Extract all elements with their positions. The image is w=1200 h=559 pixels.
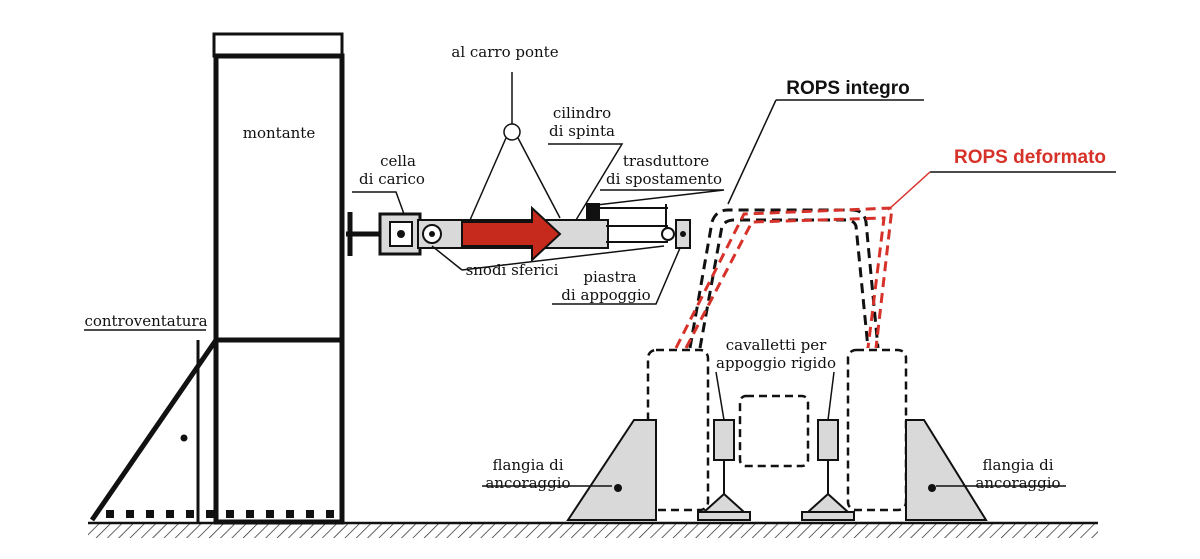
diagram-labels: montante al carro ponte cilindro di spin… (84, 43, 1060, 492)
label-piastra-1: piastra (583, 268, 636, 286)
transducer-block (586, 203, 600, 219)
push-arrow (461, 205, 562, 263)
label-flangia-right-2: ancoraggio (975, 474, 1060, 492)
label-cilindro-1: cilindro (553, 104, 611, 122)
actuator-assembly (346, 203, 691, 263)
label-cella-1: cella (380, 152, 416, 170)
anchor-flange-right (905, 419, 988, 521)
rops-intact (688, 208, 880, 349)
crane-hook (469, 72, 561, 221)
label-rops-deformato: ROPS deformato (954, 147, 1106, 168)
label-cavalletti-2: appoggio rigido (716, 354, 836, 372)
controventatura-brace (89, 338, 219, 522)
label-flangia-left-2: ancoraggio (485, 474, 570, 492)
label-cavalletti-1: cavalletti per (726, 336, 827, 354)
label-montante: montante (243, 124, 316, 142)
anchor-blocks (106, 510, 334, 518)
montante-frame (212, 32, 345, 525)
cab-outline (646, 348, 908, 512)
anchor-flange-left (566, 419, 657, 521)
leader-lines (84, 99, 1116, 487)
label-cella-2: di carico (359, 170, 425, 188)
label-flangia-left-1: flangia di (492, 456, 563, 474)
rops-labels: ROPS integro ROPS deformato (786, 78, 1106, 168)
rigid-supports (697, 419, 855, 521)
spherical-joint-right (661, 227, 675, 241)
label-cilindro-2: di spinta (549, 122, 615, 140)
label-snodi-sferici: snodi sferici (466, 261, 559, 279)
rops-deformed (674, 206, 894, 349)
label-flangia-right-1: flangia di (982, 456, 1053, 474)
ground (88, 521, 1098, 538)
label-trasduttore-1: trasduttore (623, 152, 709, 170)
label-rops-integro: ROPS integro (786, 78, 910, 99)
label-trasduttore-2: di spostamento (606, 170, 722, 188)
label-al-carro-ponte: al carro ponte (451, 43, 558, 61)
label-piastra-2: di appoggio (561, 286, 650, 304)
label-controventatura: controventatura (84, 312, 207, 330)
